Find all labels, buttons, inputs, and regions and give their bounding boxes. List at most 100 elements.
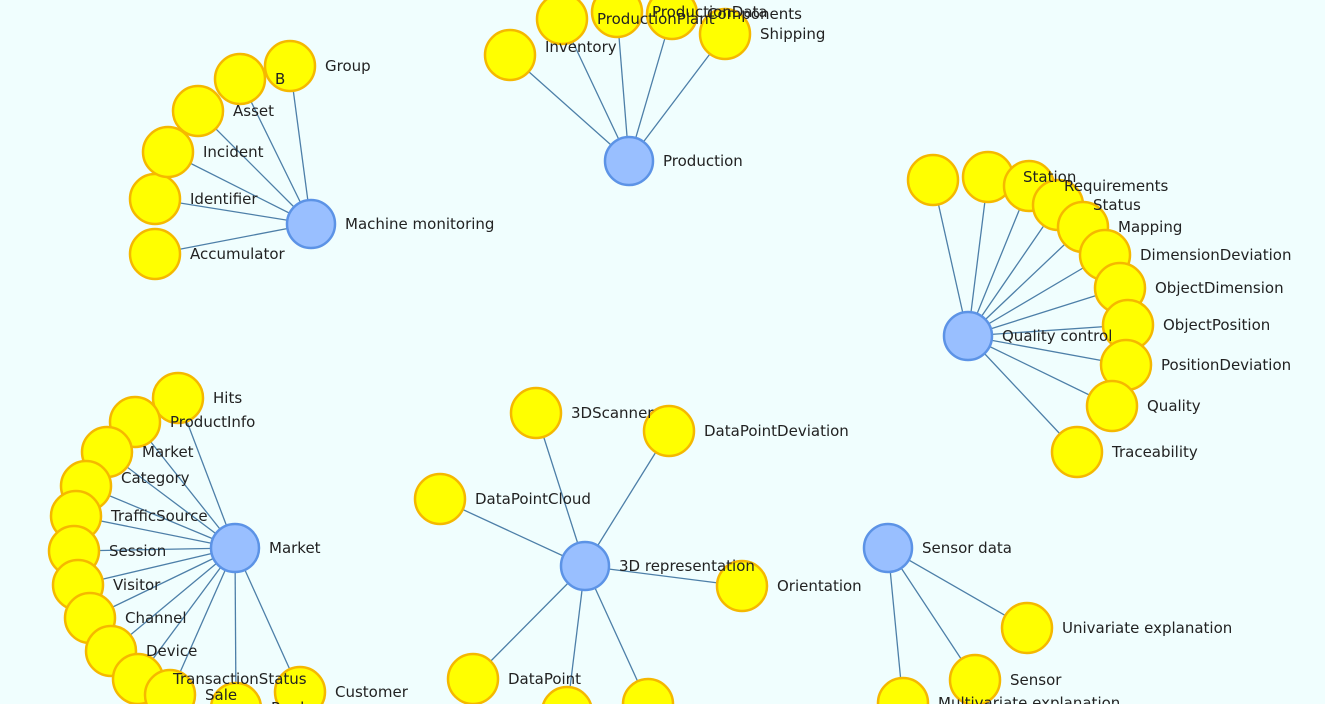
leaf-node [128,227,182,281]
leaf-node [535,0,589,46]
leaf-label: ProductionData [652,3,768,21]
edge-line [167,151,312,225]
hub-label: 3D representation [619,557,755,575]
edge-line [584,430,670,567]
leaf-label: DataPoint [508,670,581,688]
leaf-node [413,472,467,526]
hub-node [559,540,611,592]
leaf-label: TrafficSource [110,507,208,525]
leaf-label: Customer [335,683,409,701]
edge-line [967,185,1030,337]
leaf-label: Status [1093,196,1141,214]
edge-line [967,254,1106,337]
edge-line [137,547,236,680]
leaf-label: DataPointCloud [475,490,591,508]
leaf-label: PositionDeviation [1161,356,1291,374]
edge-line [89,547,236,619]
edge-line [154,198,312,225]
edge-line [535,412,586,567]
leaf-node [263,39,317,93]
hub-label: Production [663,152,743,170]
leaf-label: Asset [233,102,274,120]
leaf-node [210,681,262,704]
edge-line [75,515,236,549]
leaf-node [542,685,592,704]
edge-line [887,547,1028,629]
leaf-label: DimensionDeviation [1140,246,1291,264]
edge-line [73,547,236,552]
leaf-label: Inventory [545,38,617,56]
leaf-label: Sale [205,686,237,704]
leaf-node [509,386,563,440]
edge-line [289,65,312,225]
leaf-label: Shipping [760,25,825,43]
leaf-node [483,28,537,82]
leaf-label: Quality [1147,397,1201,415]
leaf-label: Channel [125,609,187,627]
leaf-label: Mapping [1118,218,1182,236]
leaf-label: Station [1023,168,1076,186]
leaf-label: Session [109,542,166,560]
leaf-node [590,0,644,39]
edge-line [967,324,1129,337]
edge-line [177,397,236,549]
leaf-node [645,0,699,41]
leaf-node [213,52,267,106]
leaf-node [1085,379,1139,433]
leaf-node [906,153,960,207]
edge-line [239,78,312,225]
leaf-node [1000,601,1054,655]
leaf-label: DataPointDeviation [704,422,849,440]
hub-node [209,522,261,574]
leaf-label: Multivariate explanation [938,694,1120,704]
leaf-node [143,668,197,704]
leaf-label: Device [146,642,197,660]
leaf-node [446,652,500,704]
edge-line [967,287,1121,337]
hub-node [603,135,655,187]
leaf-node [698,7,752,61]
hub-label: Machine monitoring [345,215,494,233]
edge-line [967,335,1078,453]
leaf-label: TransactionStatus [172,670,307,688]
hub-node [942,310,994,362]
leaf-label: Market [142,443,194,461]
edge-line [439,498,586,567]
hub-node [862,522,914,574]
edge-line [932,179,969,337]
leaf-label: Hits [213,389,242,407]
leaf-node [876,676,930,704]
labels-layer: AccumulatorIdentifierIncidentAssetBGroup… [109,3,1291,704]
edge-line [110,547,236,652]
edge-line [134,421,236,549]
leaf-node [141,125,195,179]
leaf-label: Incident [203,143,264,161]
leaf-node [273,665,327,704]
leaf-label: Identifier [190,190,258,208]
leaf-node [715,559,769,613]
leaf-label: Prod [271,699,304,704]
hub-label: Market [269,539,321,557]
edge-line [967,176,989,337]
hub-node [285,198,337,250]
edge-line [887,547,976,681]
edge-line [234,547,237,704]
leaf-node [642,404,696,458]
edge-line [967,204,1059,337]
edge-line [169,547,236,696]
edge-line [77,547,236,586]
leaf-label: Requirements [1064,177,1168,195]
leaf-node [948,653,1002,704]
leaf-label: Orientation [777,577,862,595]
edge-line [106,451,236,549]
leaf-node [1050,425,1104,479]
leaf-label: Sensor [1010,671,1062,689]
leaf-node [621,677,675,704]
leaf-label: Components [707,5,802,23]
leaf-label: Category [121,469,190,487]
edge-line [628,33,726,162]
leaf-label: B [275,70,285,88]
edge-line [967,335,1127,366]
